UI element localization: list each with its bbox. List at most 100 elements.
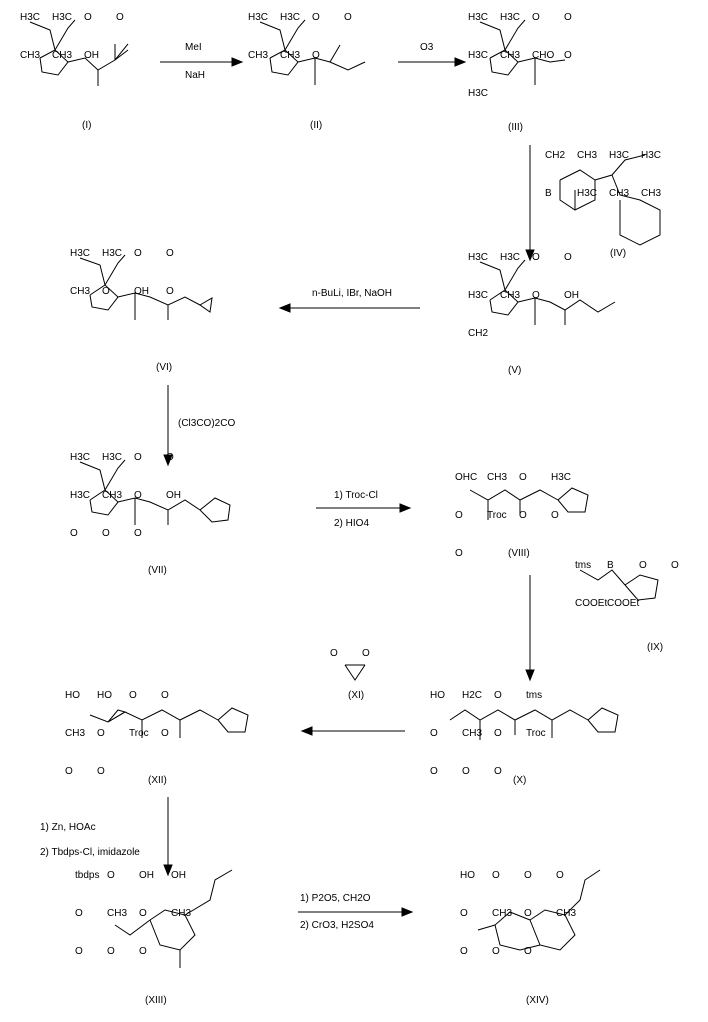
structure-XI xyxy=(344,664,366,681)
atom-label: H3C xyxy=(500,252,521,263)
atom-label: O xyxy=(532,290,540,301)
atom-label: O xyxy=(84,12,92,23)
atom-label: Troc xyxy=(526,728,546,739)
atom-label: O xyxy=(639,560,647,571)
atom-label: O xyxy=(455,510,463,521)
compound-label-VI: (VI) xyxy=(156,362,173,373)
atom-label: O xyxy=(460,908,468,919)
reagent-hio4: 2) HIO4 xyxy=(334,518,370,529)
atom-label: O xyxy=(564,12,572,23)
reagent-ozone: O3 xyxy=(420,42,434,53)
arrow-10 xyxy=(298,907,414,917)
atom-label: H3C xyxy=(468,290,489,301)
atom-label: O xyxy=(519,510,527,521)
atom-label: O xyxy=(430,728,438,739)
atom-label: O xyxy=(107,946,115,957)
atom-label: OH xyxy=(134,286,149,297)
atom-label: H3C xyxy=(52,12,73,23)
atom-label: H3C xyxy=(280,12,301,23)
atom-label: O xyxy=(551,510,559,521)
atom-label: OHC xyxy=(455,472,478,483)
atom-label: O xyxy=(75,946,83,957)
atom-label: O xyxy=(129,690,137,701)
atom-label: O xyxy=(161,690,169,701)
compound-label-II: (II) xyxy=(310,120,323,131)
atom-label: CH3 xyxy=(70,286,91,297)
atom-label: O xyxy=(362,648,370,659)
atom-label: O xyxy=(70,528,78,539)
structure-VIII xyxy=(469,487,589,520)
atom-label: CH3 xyxy=(492,908,513,919)
structure-III xyxy=(479,19,566,85)
atom-label: CH3 xyxy=(171,908,192,919)
arrow-7 xyxy=(525,575,535,682)
atom-label: OH xyxy=(171,870,186,881)
atom-label: O xyxy=(494,728,502,739)
atom-label: HO xyxy=(430,690,445,701)
atom-label: CH3 xyxy=(577,150,598,161)
atom-label: OH xyxy=(139,870,154,881)
arrow-1 xyxy=(160,57,244,67)
atom-label: CH3 xyxy=(500,290,521,301)
atom-label: O xyxy=(671,560,679,571)
atom-label: H3C xyxy=(248,12,269,23)
atom-label: O xyxy=(460,946,468,957)
compound-label-VII: (VII) xyxy=(148,565,167,576)
atom-label: H3C xyxy=(500,12,521,23)
atom-label: CH3 xyxy=(462,728,483,739)
atom-label: OH xyxy=(166,490,181,501)
reagent-troc-cl: 1) Troc-Cl xyxy=(334,490,378,501)
atom-label: O xyxy=(494,766,502,777)
atom-label: O xyxy=(312,12,320,23)
structure-V xyxy=(479,259,616,325)
atom-label: H3C xyxy=(468,252,489,263)
compound-label-IV: (IV) xyxy=(610,248,627,259)
atom-label: O xyxy=(494,690,502,701)
atom-label: O xyxy=(166,452,174,463)
compound-label-VIII: (VIII) xyxy=(508,548,530,559)
structure-I xyxy=(29,19,129,86)
atom-label: tbdps xyxy=(75,870,100,881)
structure-IV xyxy=(559,154,661,246)
atom-label: OH xyxy=(84,50,99,61)
atom-label: CH3 xyxy=(280,50,301,61)
arrow-5 xyxy=(163,385,173,467)
atom-label: HO xyxy=(97,690,112,701)
atom-label: O xyxy=(492,946,500,957)
structure-VII xyxy=(79,459,231,525)
atom-label: COOEt xyxy=(607,598,640,609)
atom-label: O xyxy=(75,908,83,919)
atom-label: H3C xyxy=(609,150,630,161)
atom-label: CH3 xyxy=(248,50,269,61)
atom-label: CH3 xyxy=(609,188,630,199)
atom-label: O xyxy=(312,50,320,61)
atom-label: CH3 xyxy=(107,908,128,919)
atom-label: O xyxy=(532,12,540,23)
atom-label: H2C xyxy=(462,690,483,701)
reagent-cro3: 2) CrO3, H2SO4 xyxy=(300,920,374,931)
atom-label: Troc xyxy=(129,728,149,739)
atom-label: O xyxy=(107,870,115,881)
atom-label: O xyxy=(524,908,532,919)
atom-label: O xyxy=(97,766,105,777)
atom-label: O xyxy=(519,472,527,483)
atom-label: H3C xyxy=(551,472,572,483)
atom-label: CH3 xyxy=(102,490,123,501)
atom-label: CH3 xyxy=(641,188,662,199)
atom-label: B xyxy=(545,188,552,199)
atom-label: CH3 xyxy=(65,728,86,739)
atom-label: CH3 xyxy=(52,50,73,61)
reagent-zn-hoac: 1) Zn, HOAc xyxy=(40,822,96,833)
reagent-p2o5: 1) P2O5, CH2O xyxy=(300,893,371,904)
atom-label: CH2 xyxy=(468,328,489,339)
atom-label: H3C xyxy=(70,490,91,501)
compound-label-XII: (XII) xyxy=(148,775,167,786)
atom-label: OH xyxy=(564,290,579,301)
compound-label-III: (III) xyxy=(508,122,523,133)
atom-label: O xyxy=(102,528,110,539)
reagent-tbdps-cl: 2) Tbdps-Cl, imidazole xyxy=(40,847,140,858)
compound-label-XIII: (XIII) xyxy=(145,995,167,1006)
compound-label-I: (I) xyxy=(82,120,92,131)
